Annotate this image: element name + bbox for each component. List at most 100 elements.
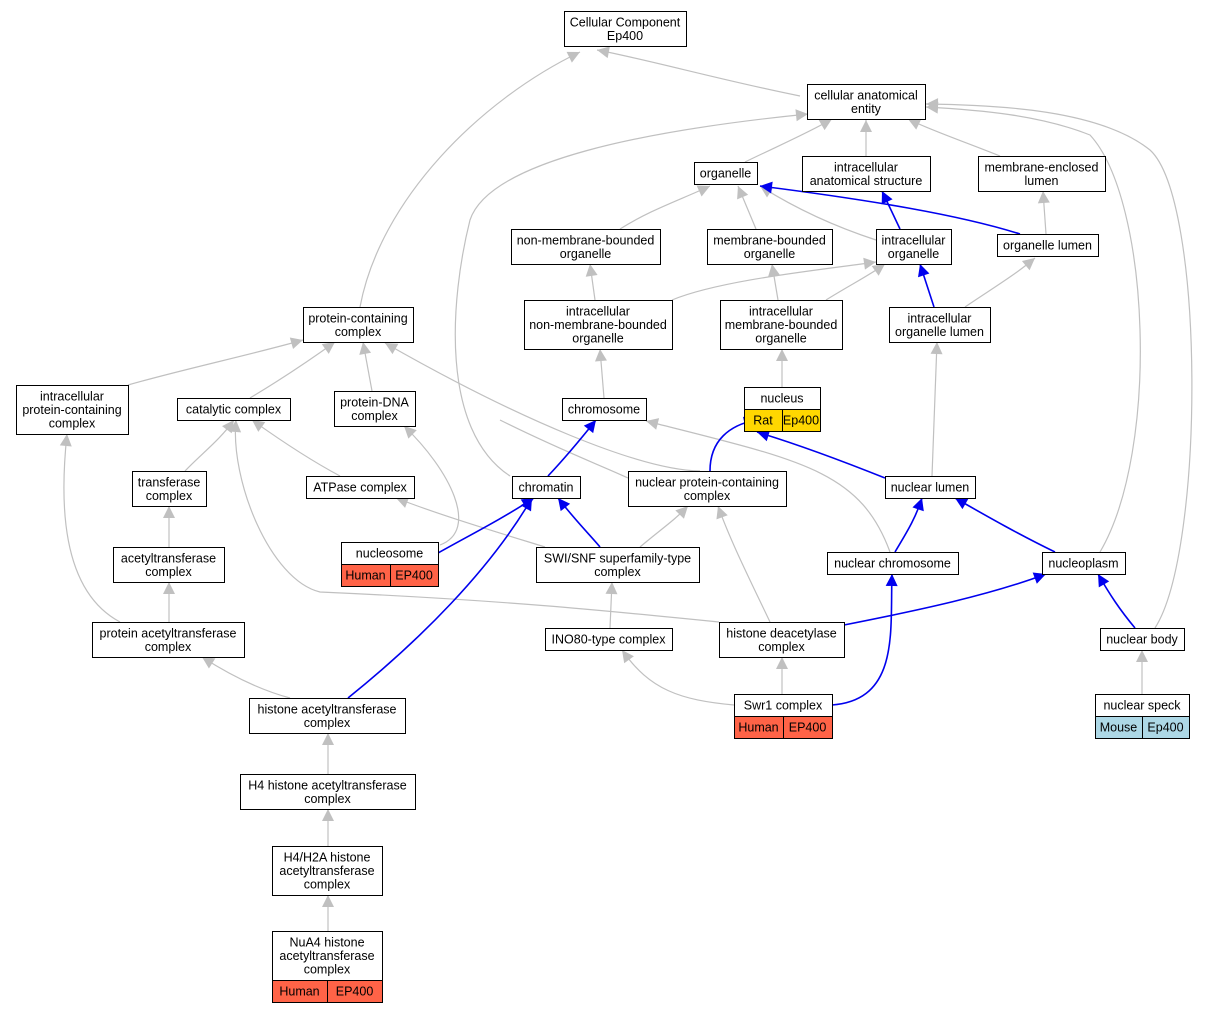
arrow-head-icon	[881, 191, 893, 205]
edge-nucleoplasm-to-nlumen	[954, 497, 1056, 553]
node-chromatin[interactable]: chromatin	[512, 476, 581, 499]
arrow-head-icon	[163, 506, 175, 518]
edge-ias-to-cae	[860, 120, 872, 156]
edge-layer	[59, 46, 1193, 931]
node-box	[889, 307, 991, 343]
edge-line	[454, 113, 809, 477]
node-nchrom[interactable]: nuclear chromosome	[827, 552, 959, 575]
arrow-head-icon	[566, 51, 580, 63]
node-nbody[interactable]: nuclear body	[1100, 628, 1185, 651]
node-label: organelle	[560, 247, 611, 261]
arrow-head-icon	[1136, 650, 1148, 662]
node-label: intracellular	[908, 311, 972, 325]
edge-swr1-to-hdac	[776, 657, 788, 694]
edge-iol-to-io	[918, 263, 935, 308]
edge-nbody-to-nucleoplasm	[1097, 573, 1136, 629]
edge-ipcc-to-pcc	[127, 337, 304, 386]
node-nua4[interactable]: NuA4 histoneacetyltransferasecomplexHuma…	[272, 931, 383, 1003]
arrow-head-icon	[776, 657, 788, 669]
node-nucleoplasm[interactable]: nucleoplasm	[1042, 552, 1126, 575]
species-label: Human	[279, 985, 319, 999]
arrow-head-icon	[776, 349, 788, 361]
node-atpase[interactable]: ATPase complex	[306, 476, 415, 499]
node-label: anatomical structure	[810, 174, 923, 188]
node-box	[719, 622, 845, 658]
node-label: INO80-type complex	[552, 633, 667, 647]
edge-transferase-to-cat	[184, 419, 235, 472]
arrow-head-icon	[716, 506, 728, 520]
node-nlumen[interactable]: nuclear lumen	[885, 476, 976, 499]
node-label: intracellular	[882, 233, 946, 247]
node-box	[694, 162, 758, 185]
edge-line	[619, 185, 711, 230]
node-box	[512, 476, 581, 499]
arrow-head-icon	[1037, 191, 1050, 204]
edge-nlumen-to-iol	[930, 341, 943, 477]
edge-line	[925, 106, 1141, 553]
arrow-head-icon	[1021, 258, 1035, 271]
species-label: Rat	[753, 414, 773, 428]
arrow-head-icon	[646, 418, 660, 430]
edge-atpase-to-cat	[251, 419, 341, 477]
arrow-head-icon	[583, 420, 596, 434]
arrow-head-icon	[321, 342, 335, 354]
edge-pcc-to-root	[359, 51, 581, 308]
species-label: Mouse	[1100, 721, 1138, 735]
edge-mbo-to-organelle	[737, 185, 757, 230]
arrow-head-icon	[871, 264, 885, 276]
node-box	[92, 622, 245, 658]
node-inmbo[interactable]: intracellularnon-membrane-boundedorganel…	[524, 300, 673, 350]
edge-inmbo-to-io	[671, 257, 877, 301]
edge-nchrom-to-chromosome	[645, 418, 891, 553]
arrow-head-icon	[955, 498, 969, 510]
node-organelle[interactable]: organelle	[694, 162, 758, 185]
node-label: non-membrane-bounded	[529, 318, 667, 332]
edge-imbo-to-io	[825, 263, 886, 301]
edge-line	[127, 339, 304, 386]
gene-label: EP400	[789, 721, 827, 735]
node-box	[545, 628, 673, 651]
node-ino80[interactable]: INO80-type complex	[545, 628, 673, 651]
node-label: NuA4 histone	[289, 936, 364, 950]
arrow-head-icon	[930, 342, 943, 355]
node-box	[802, 156, 931, 192]
edge-nbody-to-cae	[925, 98, 1193, 629]
edge-cae-to-root	[596, 46, 801, 97]
node-label: organelle lumen	[895, 325, 984, 339]
node-label: intracellular	[40, 390, 104, 404]
node-ol[interactable]: organelle lumen	[997, 234, 1099, 257]
species-label: Human	[345, 569, 385, 583]
node-cat[interactable]: catalytic complex	[177, 398, 291, 421]
node-box	[16, 385, 129, 435]
edge-imbo-to-mbo	[768, 263, 780, 301]
arrow-head-icon	[1098, 574, 1110, 588]
arrow-head-icon	[795, 109, 808, 122]
node-chromosome[interactable]: chromosome	[562, 398, 647, 421]
gene-label: EP400	[395, 569, 433, 583]
